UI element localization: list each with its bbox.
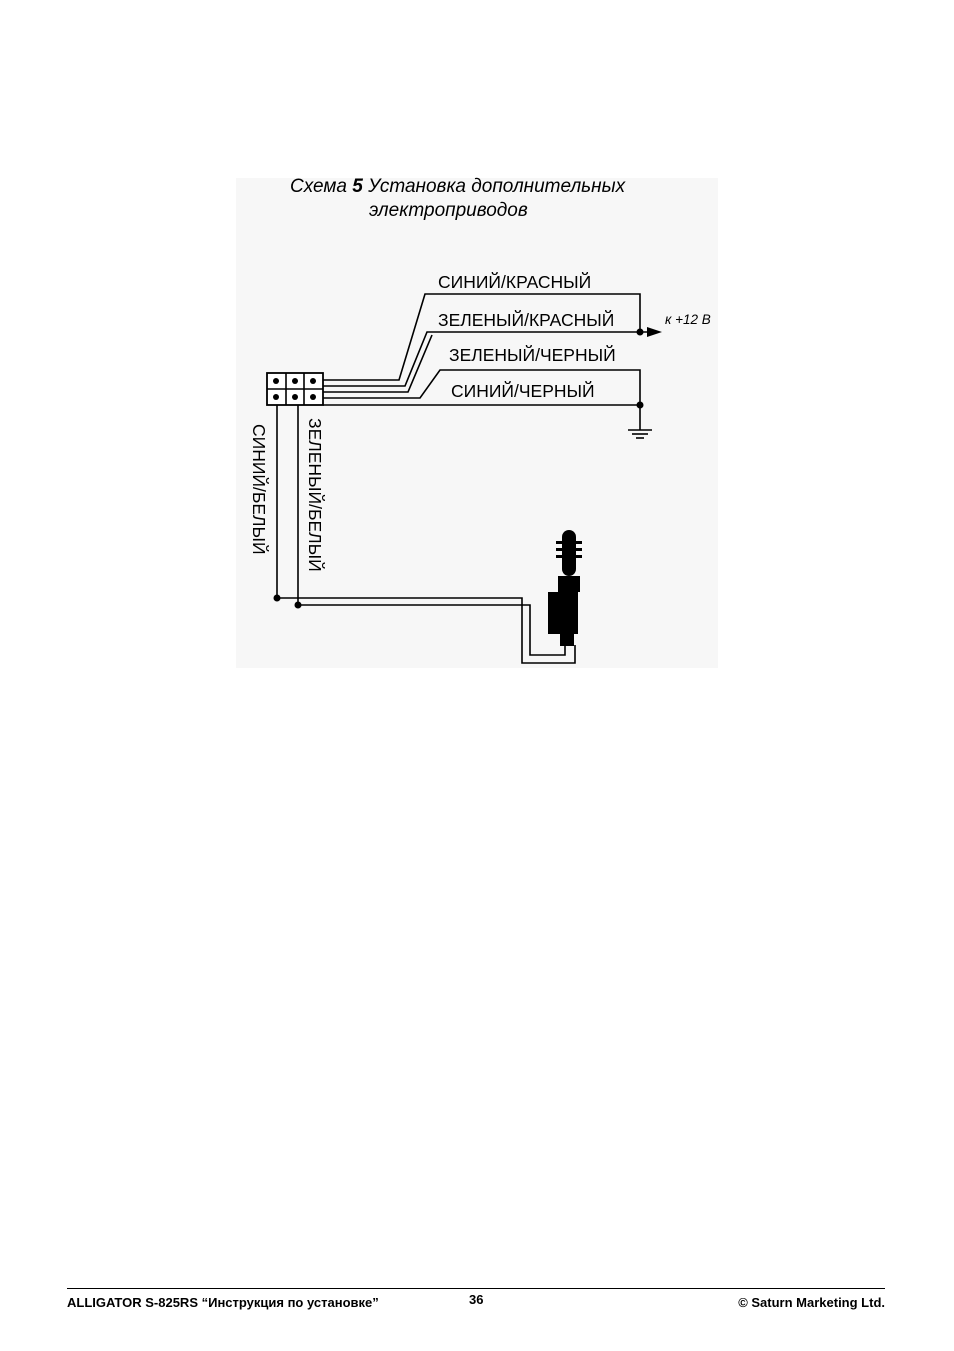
actuator-icon	[548, 530, 582, 646]
label-green-black: ЗЕЛЕНЫЙ/ЧЕРНЫЙ	[449, 344, 616, 365]
wire-green-red	[323, 331, 655, 387]
junction-dots	[273, 328, 644, 609]
wire-blue-red	[323, 293, 641, 381]
ground-symbol	[628, 429, 652, 439]
wire-green-white	[297, 405, 566, 656]
footer-document-title: ALLIGATOR S-825RS “Инструкция по установ…	[67, 1295, 379, 1310]
footer-page-number: 36	[469, 1292, 484, 1307]
wire-blue-black	[323, 369, 641, 405]
wire-blue-white	[276, 405, 576, 664]
footer-copyright: © Saturn Marketing Ltd.	[738, 1295, 885, 1310]
label-green-white: ЗЕЛЕНЫЙ/БЕЛЫЙ	[305, 418, 326, 572]
label-power: к +12 В	[665, 312, 711, 327]
label-blue-white: СИНИЙ/БЕЛЫЙ	[249, 424, 270, 555]
wire-green-black	[323, 334, 433, 393]
caption-number: 5	[352, 176, 363, 197]
caption-title-line1: Установка дополнительных	[368, 176, 626, 197]
connector-pins	[273, 378, 316, 400]
wiring-diagram: СИНИЙ/КРАСНЫЙ ЗЕЛЕНЫЙ/КРАСНЫЙ ЗЕЛЕНЫЙ/ЧЕ…	[249, 271, 711, 664]
caption-title-line2: электроприводов	[369, 200, 528, 221]
diagram-caption: Схема 5 Установка дополнительных электро…	[290, 175, 710, 223]
arrow-right-icon	[647, 327, 662, 337]
label-blue-red: СИНИЙ/КРАСНЫЙ	[438, 271, 591, 292]
diagram-panel	[236, 178, 718, 668]
wire-ground-return	[323, 404, 641, 430]
label-green-red: ЗЕЛЕНЫЙ/КРАСНЫЙ	[438, 309, 614, 330]
caption-prefix: Схема	[290, 176, 347, 197]
page-footer: ALLIGATOR S-825RS “Инструкция по установ…	[67, 1288, 885, 1319]
label-blue-black: СИНИЙ/ЧЕРНЫЙ	[451, 380, 595, 401]
